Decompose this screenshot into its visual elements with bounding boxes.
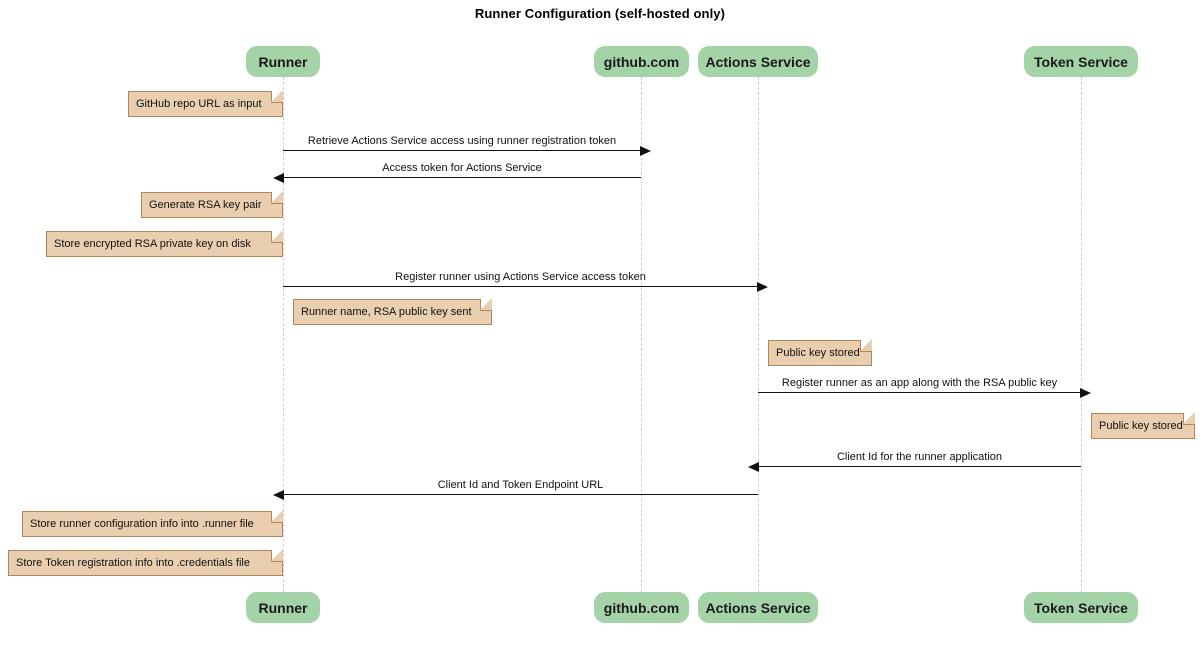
message-m6: Client Id and Token Endpoint URL xyxy=(273,479,758,500)
participant-header-h-runner[interactable]: Runner xyxy=(246,46,320,77)
note-n6: Public key stored xyxy=(1091,412,1195,439)
message-label: Client Id for the runner application xyxy=(836,451,1003,463)
participant-label: github.com xyxy=(603,54,680,70)
participant-header-h-token[interactable]: Token Service xyxy=(1024,46,1138,77)
participant-header-h-github[interactable]: github.com xyxy=(594,46,689,77)
note-fold-corner-icon xyxy=(1183,412,1195,425)
note-fold-corner-icon xyxy=(271,510,283,523)
message-label: Register runner using Actions Service ac… xyxy=(395,271,646,283)
note-label: Store encrypted RSA private key on disk xyxy=(54,238,251,250)
lifeline-actions xyxy=(758,77,759,592)
note-fold-corner-icon xyxy=(271,191,283,204)
participant-label: Actions Service xyxy=(705,54,811,70)
note-label: Public key stored xyxy=(776,347,860,359)
message-m3: Register runner using Actions Service ac… xyxy=(283,271,768,292)
message-m1: Retrieve Actions Service access using ru… xyxy=(283,135,651,156)
lifeline-github xyxy=(641,77,642,592)
message-m5: Client Id for the runner application xyxy=(748,451,1081,472)
note-label: GitHub repo URL as input xyxy=(136,98,262,110)
note-label: Store runner configuration info into .ru… xyxy=(30,518,254,530)
note-label: Store Token registration info into .cred… xyxy=(16,557,250,569)
participant-label: Runner xyxy=(258,54,308,70)
arrowhead-right-icon xyxy=(1080,388,1091,398)
participant-footer-f-github[interactable]: github.com xyxy=(594,592,689,623)
participant-label: Actions Service xyxy=(705,600,811,616)
lifeline-runner xyxy=(283,77,284,592)
arrowhead-right-icon xyxy=(757,282,768,292)
note-fold-corner-icon xyxy=(271,230,283,243)
page-title: Runner Configuration (self-hosted only) xyxy=(474,6,726,21)
participant-footer-f-runner[interactable]: Runner xyxy=(246,592,320,623)
note-fold-corner-icon xyxy=(480,298,492,311)
message-m4: Register runner as an app along with the… xyxy=(758,377,1091,398)
note-fold-corner-icon xyxy=(271,549,283,562)
message-label: Register runner as an app along with the… xyxy=(781,377,1058,389)
message-m2: Access token for Actions Service xyxy=(273,162,641,183)
participant-footer-f-token[interactable]: Token Service xyxy=(1024,592,1138,623)
note-n5: Public key stored xyxy=(768,339,872,366)
note-n7: Store runner configuration info into .ru… xyxy=(22,510,283,537)
participant-header-h-actions[interactable]: Actions Service xyxy=(698,46,818,77)
participant-label: Token Service xyxy=(1034,54,1128,70)
arrowhead-left-icon xyxy=(748,462,759,472)
note-n8: Store Token registration info into .cred… xyxy=(8,549,283,576)
note-fold-corner-icon xyxy=(860,339,872,352)
message-label: Retrieve Actions Service access using ru… xyxy=(307,135,617,147)
participant-label: github.com xyxy=(603,600,680,616)
note-n1: GitHub repo URL as input xyxy=(128,90,283,117)
note-fold-corner-icon xyxy=(271,90,283,103)
participant-label: Token Service xyxy=(1034,600,1128,616)
note-label: Public key stored xyxy=(1099,420,1183,432)
arrowhead-right-icon xyxy=(640,146,651,156)
arrowhead-left-icon xyxy=(273,490,284,500)
note-n4: Runner name, RSA public key sent xyxy=(293,298,492,325)
message-label: Client Id and Token Endpoint URL xyxy=(437,479,604,491)
lifeline-token xyxy=(1081,77,1082,592)
message-label: Access token for Actions Service xyxy=(382,162,542,174)
participant-label: Runner xyxy=(258,600,308,616)
note-label: Generate RSA key pair xyxy=(149,199,262,211)
participant-footer-f-actions[interactable]: Actions Service xyxy=(698,592,818,623)
note-n2: Generate RSA key pair xyxy=(141,191,283,218)
note-label: Runner name, RSA public key sent xyxy=(301,306,472,318)
arrowhead-left-icon xyxy=(273,173,284,183)
note-n3: Store encrypted RSA private key on disk xyxy=(46,230,283,257)
